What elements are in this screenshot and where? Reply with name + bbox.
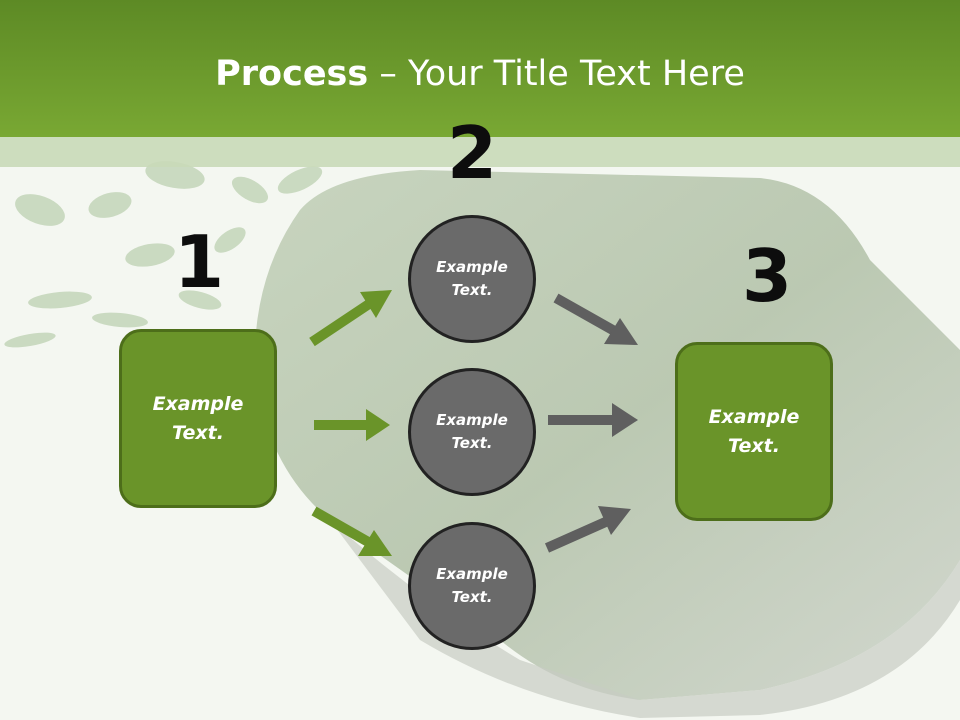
arrow-up-right-gray xyxy=(544,506,631,553)
step-2-circle-top[interactable]: Example Text. xyxy=(408,215,536,343)
circle-top-text: Example Text. xyxy=(436,258,508,299)
step-1-text: Example Text. xyxy=(152,392,244,444)
header-strip xyxy=(0,137,960,167)
step-number-1: 1 xyxy=(173,220,225,304)
circle-middle-text: Example Text. xyxy=(436,411,508,452)
slide-title: Process – Your Title Text Here xyxy=(0,52,960,96)
step-2-circle-middle[interactable]: Example Text. xyxy=(408,368,536,496)
title-bold: Process xyxy=(215,54,369,94)
step-number-3: 3 xyxy=(741,234,793,318)
arrow-down-right-green xyxy=(311,506,392,556)
title-rest: – Your Title Text Here xyxy=(368,54,745,94)
header-bar xyxy=(0,0,960,137)
arrow-up-right-green xyxy=(309,290,392,347)
step-3-text: Example Text. xyxy=(708,405,800,457)
step-1-box[interactable]: Example Text. xyxy=(119,329,277,508)
arrow-right-gray xyxy=(548,403,638,437)
circle-bottom-text: Example Text. xyxy=(436,565,508,606)
arrow-right-green xyxy=(314,409,390,441)
leaves-decoration xyxy=(4,161,323,348)
step-number-2: 2 xyxy=(446,111,498,195)
grass-tile-side xyxy=(330,520,960,718)
step-3-box[interactable]: Example Text. xyxy=(675,342,833,521)
arrow-down-right-gray xyxy=(553,293,638,345)
step-2-circle-bottom[interactable]: Example Text. xyxy=(408,522,536,650)
